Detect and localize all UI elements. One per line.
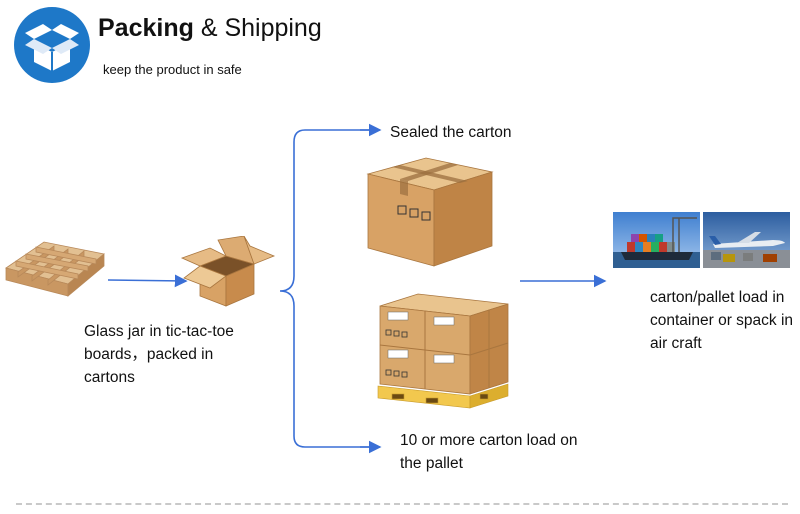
glass-jar-label: Glass jar in tic-tac-toe boards，packed i…: [84, 323, 234, 386]
sealed-carton-image: [366, 157, 494, 267]
footer-divider: [16, 503, 788, 505]
page-title: Packing & Shipping: [98, 14, 322, 42]
open-carton-image: [180, 236, 276, 307]
open-box-icon: [14, 7, 90, 83]
arrow-to-carton: [107, 274, 188, 288]
branch-bracket: [279, 129, 375, 448]
air-cargo-photo: [703, 212, 790, 268]
sealed-carton-label: Sealed the carton: [390, 124, 512, 141]
pallet-load-label: 10 or more carton load on the pallet: [400, 432, 578, 472]
page-subtitle: keep the product in safe: [103, 62, 242, 77]
transport-load-label: carton/pallet load in container or spack…: [650, 289, 794, 352]
cardboard-divider-image: [5, 241, 105, 297]
pallet-cartons-image: [377, 293, 509, 409]
container-ship-photo: [613, 212, 700, 268]
